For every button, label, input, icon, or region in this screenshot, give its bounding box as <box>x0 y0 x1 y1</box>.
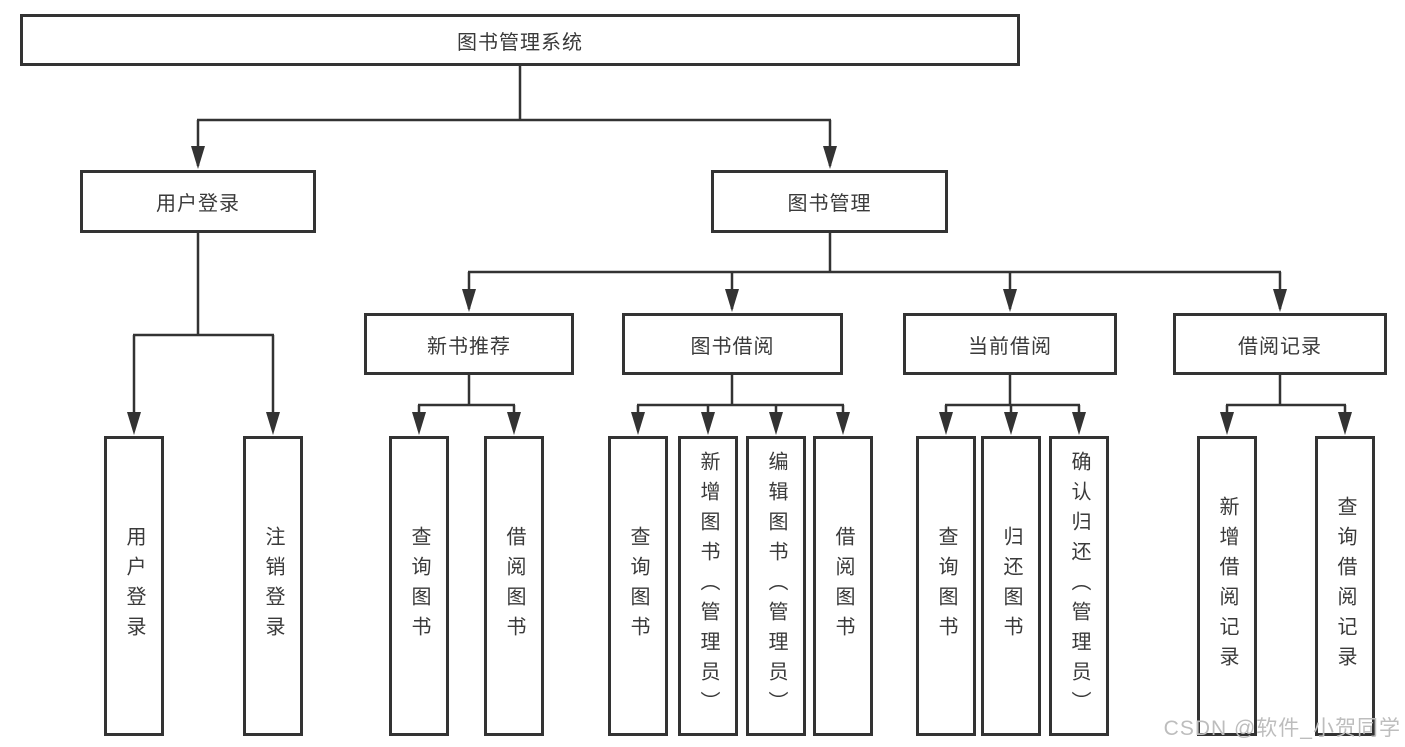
leaf-add-books-admin: 新增图书（管理员） <box>678 436 738 736</box>
node-current-borrow: 当前借阅 <box>903 313 1117 375</box>
leaf-user-login: 用户登录 <box>104 436 164 736</box>
leaf-return-books-label: 归还图书 <box>1000 526 1022 646</box>
leaf-borrow-books-label: 借阅图书 <box>832 526 854 646</box>
node-user-login-label: 用户登录 <box>156 193 240 215</box>
node-current-borrow-label: 当前借阅 <box>968 335 1052 358</box>
leaf-current-query-books-label: 查询图书 <box>935 526 957 646</box>
leaf-edit-books-admin: 编辑图书（管理员） <box>746 436 806 736</box>
leaf-add-books-admin-label: 新增图书（管理员） <box>697 451 719 721</box>
node-book-borrow: 图书借阅 <box>622 313 843 375</box>
node-new-book-recommend: 新书推荐 <box>364 313 574 375</box>
node-borrow-records: 借阅记录 <box>1173 313 1387 375</box>
leaf-query-borrow-record-label: 查询借阅记录 <box>1334 496 1356 676</box>
leaf-add-borrow-record: 新增借阅记录 <box>1197 436 1257 736</box>
node-new-book-recommend-label: 新书推荐 <box>427 335 511 358</box>
leaf-add-borrow-record-label: 新增借阅记录 <box>1216 496 1238 676</box>
leaf-return-books: 归还图书 <box>981 436 1041 736</box>
leaf-recommend-query-books: 查询图书 <box>389 436 449 736</box>
leaf-user-login-label: 用户登录 <box>123 526 145 646</box>
leaf-query-borrow-record: 查询借阅记录 <box>1315 436 1375 736</box>
node-book-borrow-label: 图书借阅 <box>690 335 775 358</box>
leaf-logout-label: 注销登录 <box>262 526 284 646</box>
leaf-edit-books-admin-label: 编辑图书（管理员） <box>765 451 787 721</box>
leaf-borrow-query-books: 查询图书 <box>608 436 668 736</box>
leaf-recommend-borrow-books: 借阅图书 <box>484 436 544 736</box>
leaf-logout: 注销登录 <box>243 436 303 736</box>
node-root: 图书管理系统 <box>20 14 1020 66</box>
leaf-recommend-query-books-label: 查询图书 <box>408 526 430 646</box>
node-user-login: 用户登录 <box>80 170 316 233</box>
leaf-borrow-books: 借阅图书 <box>813 436 873 736</box>
csdn-watermark: CSDN @软件_小贺同学 <box>1163 717 1401 740</box>
leaf-confirm-return-admin: 确认归还（管理员） <box>1049 436 1109 736</box>
node-book-management-label: 图书管理 <box>787 193 872 215</box>
leaf-current-query-books: 查询图书 <box>916 436 976 736</box>
leaf-recommend-borrow-books-label: 借阅图书 <box>503 526 525 646</box>
leaf-confirm-return-admin-label: 确认归还（管理员） <box>1068 451 1090 721</box>
node-borrow-records-label: 借阅记录 <box>1238 335 1322 358</box>
node-root-label: 图书管理系统 <box>457 31 583 54</box>
leaf-borrow-query-books-label: 查询图书 <box>627 526 649 646</box>
node-book-management: 图书管理 <box>711 170 948 233</box>
